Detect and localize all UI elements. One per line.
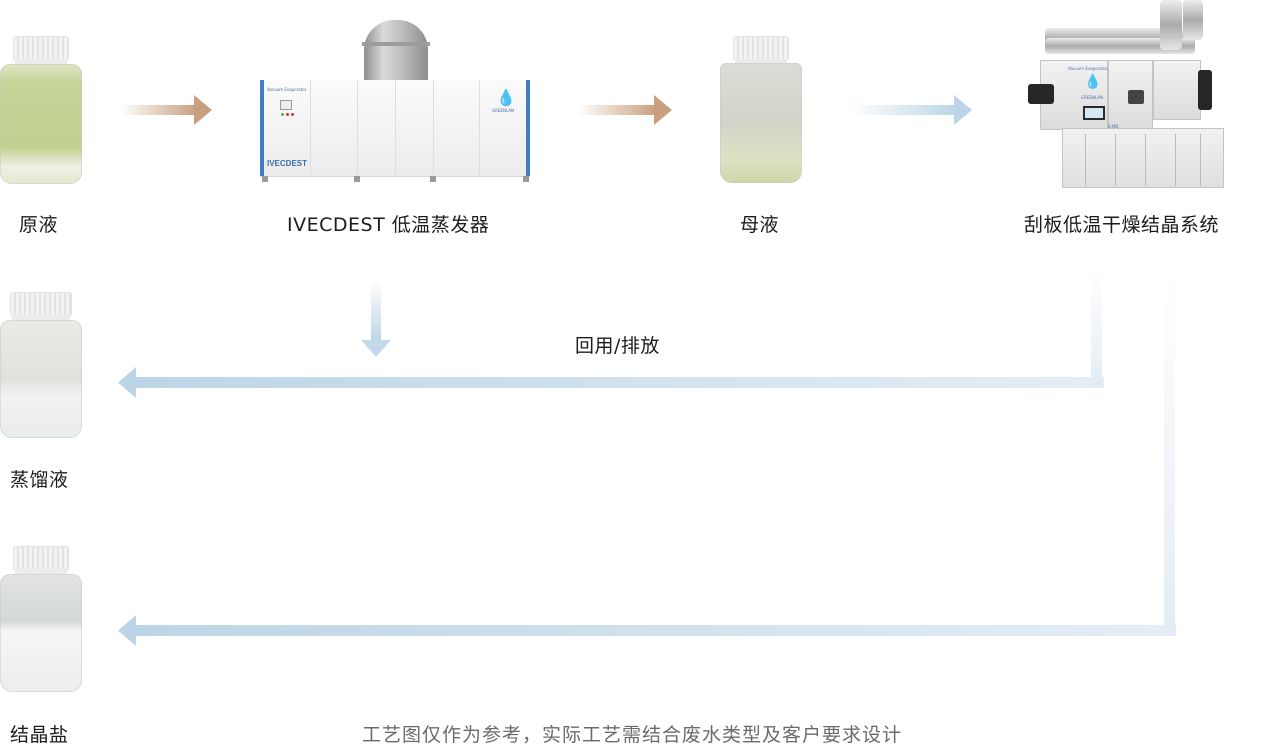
label-crystal-salt: 结晶盐 xyxy=(10,724,69,746)
arrow-raw-to-evaporator xyxy=(120,95,212,125)
footnote: 工艺图仅作为参考，实际工艺需结合废水类型及客户要求设计 xyxy=(362,724,903,746)
arrow-to-distillate xyxy=(118,268,1104,398)
evaporator-model-text: IVECDEST xyxy=(267,159,308,168)
dryer-greenlan-logo-icon: 💧 xyxy=(1084,74,1102,90)
label-reuse-discharge: 回用/排放 xyxy=(575,335,660,357)
arrow-to-crystal-salt xyxy=(118,268,1176,646)
label-mother-liquor: 母液 xyxy=(740,214,780,236)
label-raw-liquid: 原液 xyxy=(19,214,59,236)
dryer-caption: Vacuum Evaporator xyxy=(1068,66,1108,71)
dryer-brand: GREENLAN xyxy=(1081,95,1103,100)
dryer-model-text: S-MD xyxy=(1108,124,1119,129)
label-evaporator: IVECDEST 低温蒸发器 xyxy=(287,214,490,236)
evaporator-caption: Vacuum Evaporator xyxy=(267,87,307,92)
greenlan-logo-icon: 💧 xyxy=(496,88,516,107)
arrow-evaporator-down xyxy=(361,282,391,357)
arrow-mother-liquor-to-dryer xyxy=(850,95,972,125)
label-dryer: 刮板低温干燥结晶系统 xyxy=(1024,214,1220,236)
label-distillate: 蒸馏液 xyxy=(10,469,69,491)
evaporator-brand: GREENLAN xyxy=(492,108,514,113)
arrow-evaporator-to-mother-liquor xyxy=(578,95,672,125)
